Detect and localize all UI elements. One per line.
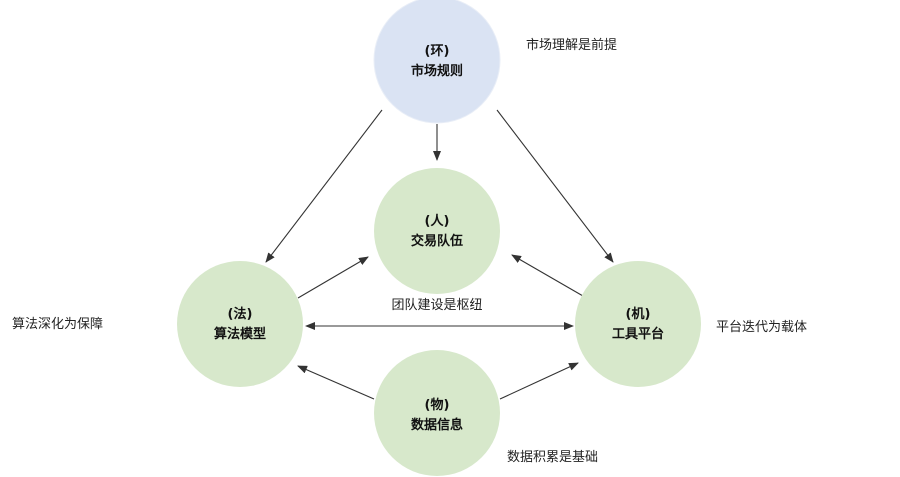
- node-algorithm-model-circle: [177, 261, 303, 387]
- node-tool-platform-tag: (机): [626, 306, 651, 322]
- arrow-wu-to-ji: [499, 362, 579, 400]
- caption-team: 团队建设是枢纽: [391, 298, 482, 313]
- node-market-rules: (环) 市场规则: [373, 0, 501, 124]
- arrow-fa-to-ren: [297, 256, 369, 299]
- node-market-rules-name: 市场规则: [411, 63, 463, 79]
- node-data-info-name: 数据信息: [411, 417, 463, 433]
- caption-algorithm: 算法深化为保障: [12, 317, 103, 332]
- node-market-rules-circle: [373, 0, 501, 124]
- node-data-info: (物) 数据信息: [374, 350, 500, 476]
- node-tool-platform: (机) 工具平台: [575, 261, 701, 387]
- arrows: [265, 109, 614, 400]
- caption-market: 市场理解是前提: [526, 37, 617, 53]
- node-data-info-circle: [374, 350, 500, 476]
- arrow-huan-to-fa: [265, 109, 383, 263]
- node-algorithm-model: (法) 算法模型: [177, 261, 303, 387]
- node-trading-team: (人) 交易队伍: [374, 168, 500, 294]
- node-tool-platform-circle: [575, 261, 701, 387]
- arrow-wu-to-fa: [297, 365, 375, 400]
- node-data-info-tag: (物): [425, 397, 450, 413]
- node-tool-platform-name: 工具平台: [612, 326, 664, 342]
- caption-platform: 平台迭代为载体: [716, 320, 807, 335]
- arrow-huan-to-ji: [496, 109, 614, 263]
- node-algorithm-model-tag: (法): [228, 306, 253, 322]
- node-market-rules-tag: (环): [425, 44, 450, 59]
- node-trading-team-circle: [374, 168, 500, 294]
- node-algorithm-model-name: 算法模型: [214, 326, 266, 342]
- caption-data: 数据积累是基础: [507, 450, 598, 465]
- node-trading-team-tag: (人): [425, 213, 450, 229]
- arrow-ji-to-ren: [511, 254, 584, 297]
- node-trading-team-name: 交易队伍: [411, 233, 463, 249]
